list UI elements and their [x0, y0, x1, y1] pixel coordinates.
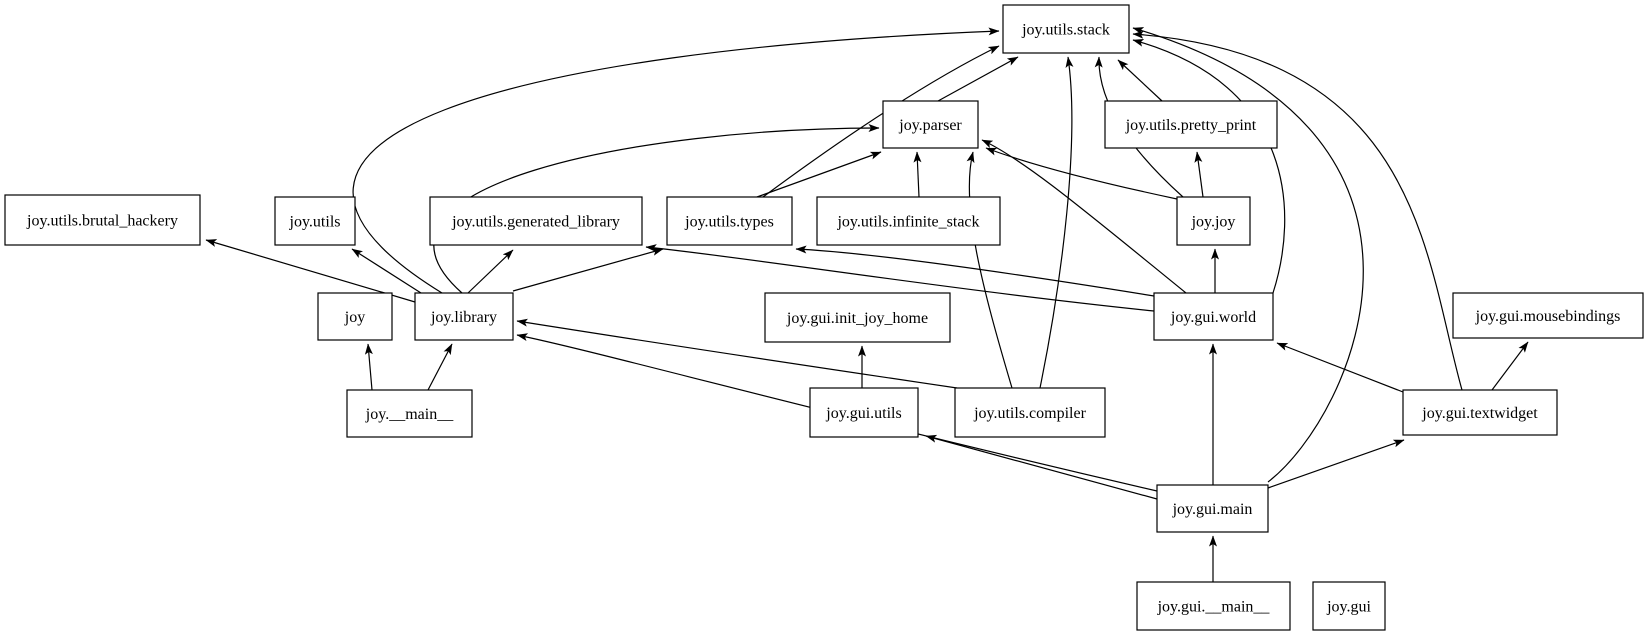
graph-node-generated_library: joy.utils.generated_library	[429, 196, 643, 246]
graph-node-compiler: joy.utils.compiler	[954, 387, 1106, 438]
graph-node-gui_main__: joy.gui.__main__	[1136, 581, 1291, 631]
edge-library-to-parser	[433, 124, 880, 294]
edge-pretty_print-to-stack	[1117, 59, 1163, 102]
graph-node-gui: joy.gui	[1312, 581, 1386, 631]
graph-node-label-parser: joy.parser	[898, 117, 962, 134]
graph-node-box-parser	[882, 100, 979, 149]
graph-node-label-brutal_hackery: joy.utils.brutal_hackery	[26, 213, 178, 230]
graph-node-box-utils	[274, 196, 356, 246]
graph-node-label-joyjoy: joy.joy	[1191, 214, 1236, 231]
edge-textwidget-to-mousebindings	[1491, 341, 1529, 391]
graph-node-box-brutal_hackery	[4, 194, 201, 246]
edge-joyjoy-to-pretty_print	[1194, 151, 1204, 198]
graph-node-label-library: joy.library	[430, 309, 497, 326]
graph-node-pretty_print: joy.utils.pretty_print	[1104, 100, 1278, 149]
graph-node-label-utils: joy.utils	[289, 214, 341, 231]
edge-joyjoy-to-parser	[985, 147, 1178, 200]
graph-node-label-joy: joy	[344, 309, 365, 326]
graph-node-gui_main: joy.gui.main	[1156, 484, 1269, 533]
graph-node-label-gui_utils: joy.gui.utils	[825, 405, 901, 422]
graph-node-world: joy.gui.world	[1153, 292, 1274, 341]
edge-library-to-types	[512, 247, 664, 292]
graph-node-label-main__: joy.__main__	[365, 406, 454, 423]
graph-node-box-init_joy_home	[764, 292, 951, 343]
graph-node-box-gui_main	[1156, 484, 1269, 533]
graph-node-label-pretty_print: joy.utils.pretty_print	[1125, 117, 1257, 134]
edge-types-to-parser	[756, 151, 882, 198]
graph-node-box-gui	[1312, 581, 1386, 631]
edge-library-to-generated_library	[467, 249, 514, 294]
edge-textwidget-to-stack	[1132, 30, 1463, 391]
edge-compiler-to-stack	[1039, 56, 1074, 389]
graph-node-label-types: joy.utils.types	[684, 214, 774, 231]
graph-node-label-infinite_stack: joy.utils.infinite_stack	[836, 214, 979, 231]
edge-gui_main-to-library	[516, 333, 1158, 492]
graph-node-box-stack	[1002, 4, 1130, 54]
graph-node-joy: joy	[317, 292, 393, 341]
graph-node-label-compiler: joy.utils.compiler	[973, 405, 1087, 422]
graph-node-library: joy.library	[414, 292, 514, 341]
edge-gui_main-to-textwidget	[1267, 439, 1405, 489]
graph-node-box-mousebindings	[1452, 292, 1644, 339]
graph-node-brutal_hackery: joy.utils.brutal_hackery	[4, 194, 201, 246]
graph-node-parser: joy.parser	[882, 100, 979, 149]
edge-gui_main-to-stack	[1132, 27, 1364, 483]
graph-node-utils: joy.utils	[274, 196, 356, 246]
graph-node-mousebindings: joy.gui.mousebindings	[1452, 292, 1644, 339]
graph-node-box-gui_main__	[1136, 581, 1291, 631]
graph-node-gui_utils: joy.gui.utils	[809, 387, 919, 438]
graph-node-box-joyjoy	[1176, 196, 1251, 246]
graph-node-stack: joy.utils.stack	[1002, 4, 1130, 54]
graph-node-box-compiler	[954, 387, 1106, 438]
graph-node-box-generated_library	[429, 196, 643, 246]
graph-node-box-gui_utils	[809, 387, 919, 438]
edge-library-to-utils	[351, 248, 422, 294]
graph-node-box-joy	[317, 292, 393, 341]
edge-world-to-generated_library	[645, 244, 1155, 312]
graph-node-box-infinite_stack	[816, 196, 1001, 246]
edge-main__-to-joy	[364, 343, 373, 391]
graph-node-box-textwidget	[1402, 389, 1558, 436]
graph-node-box-main__	[346, 389, 473, 438]
graph-node-init_joy_home: joy.gui.init_joy_home	[764, 292, 951, 343]
graph-node-main__: joy.__main__	[346, 389, 473, 438]
edge-parser-to-stack	[937, 56, 1019, 102]
graph-node-label-init_joy_home: joy.gui.init_joy_home	[786, 310, 928, 327]
graph-node-label-mousebindings: joy.gui.mousebindings	[1475, 308, 1621, 325]
graph-node-label-stack: joy.utils.stack	[1021, 22, 1110, 39]
edge-compiler-to-parser	[966, 151, 1013, 389]
edge-compiler-to-library	[516, 318, 958, 389]
edge-world-to-types	[795, 245, 1155, 297]
edge-world-to-stack	[1132, 38, 1286, 294]
edge-infinite_stack-to-parser	[913, 151, 922, 198]
graph-node-label-gui_main: joy.gui.main	[1172, 501, 1253, 518]
graph-node-label-gui_main__: joy.gui.__main__	[1157, 599, 1271, 616]
edge-main__-to-library	[427, 343, 453, 391]
graph-node-box-library	[414, 292, 514, 341]
graph-node-joyjoy: joy.joy	[1176, 196, 1251, 246]
graph-node-textwidget: joy.gui.textwidget	[1402, 389, 1558, 436]
graph-node-label-world: joy.gui.world	[1170, 309, 1256, 326]
edge-library-to-brutal_hackery	[205, 239, 416, 303]
edge-world-to-parser	[981, 139, 1187, 294]
graph-node-box-world	[1153, 292, 1274, 341]
edge-library-to-stack	[352, 27, 1000, 294]
graph-node-label-gui: joy.gui	[1326, 599, 1371, 616]
edge-gui_main-to-gui_utils	[925, 434, 1158, 500]
graph-node-box-pretty_print	[1104, 100, 1278, 149]
graph-node-box-types	[666, 196, 793, 246]
graph-node-types: joy.utils.types	[666, 196, 793, 246]
graph-node-label-generated_library: joy.utils.generated_library	[451, 214, 620, 231]
graph-node-label-textwidget: joy.gui.textwidget	[1421, 405, 1538, 422]
edge-textwidget-to-world	[1276, 342, 1404, 393]
graph-node-infinite_stack: joy.utils.infinite_stack	[816, 196, 1001, 246]
